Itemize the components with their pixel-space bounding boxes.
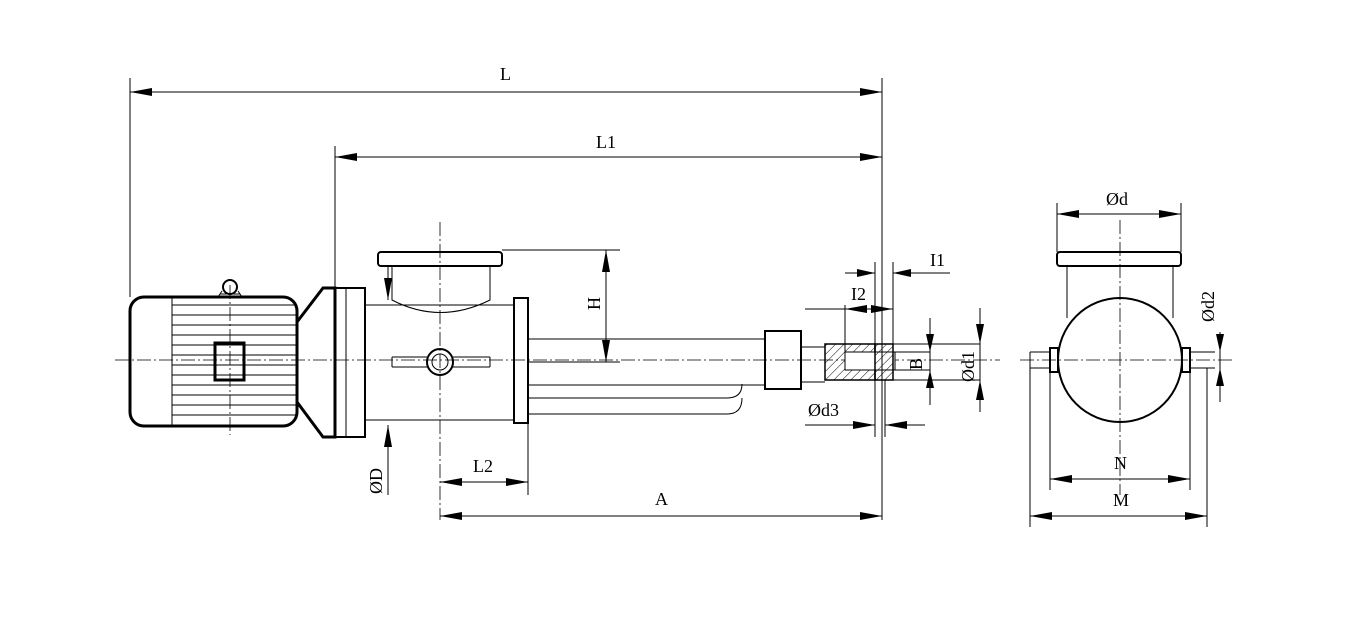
side-view: [115, 222, 1000, 520]
end-view: [1020, 220, 1235, 495]
side-dimensions: L L1 H ØD L2 A: [129, 64, 984, 520]
dim-label-I1: I1: [930, 250, 945, 270]
dim-label-A: A: [655, 489, 668, 509]
motor: [128, 279, 337, 439]
stator-tube: [528, 330, 825, 415]
end-dimensions: Ød Ød2 N M: [1029, 189, 1224, 527]
dim-label-L2: L2: [473, 456, 493, 476]
pump-body: [365, 222, 529, 520]
dim-label-D: ØD: [366, 468, 386, 494]
dim-label-L: L: [500, 64, 511, 84]
stator-flange: [513, 297, 529, 424]
dim-label-L1: L1: [596, 132, 616, 152]
end-view-foot-left: [1049, 347, 1059, 373]
dim-label-B: B: [906, 358, 926, 370]
dim-label-d: Ød: [1106, 189, 1128, 209]
bearing-flange: [334, 287, 366, 438]
dim-label-M: M: [1113, 490, 1129, 510]
discharge-section: [824, 343, 980, 381]
dim-label-d3: Ød3: [808, 400, 839, 420]
motor-coupling: [295, 286, 337, 439]
dim-label-H: H: [584, 297, 604, 310]
end-view-foot-right: [1181, 347, 1191, 373]
terminal-box: [213, 341, 246, 382]
dim-label-d1: Ød1: [958, 351, 978, 382]
end-cap: [764, 330, 802, 390]
motor-fins: [172, 304, 297, 416]
dim-label-I2: I2: [851, 284, 866, 304]
side-port: [426, 348, 454, 376]
dim-label-d2: Ød2: [1198, 291, 1218, 322]
dim-label-N: N: [1114, 453, 1127, 473]
end-view-flange: [1056, 251, 1182, 267]
